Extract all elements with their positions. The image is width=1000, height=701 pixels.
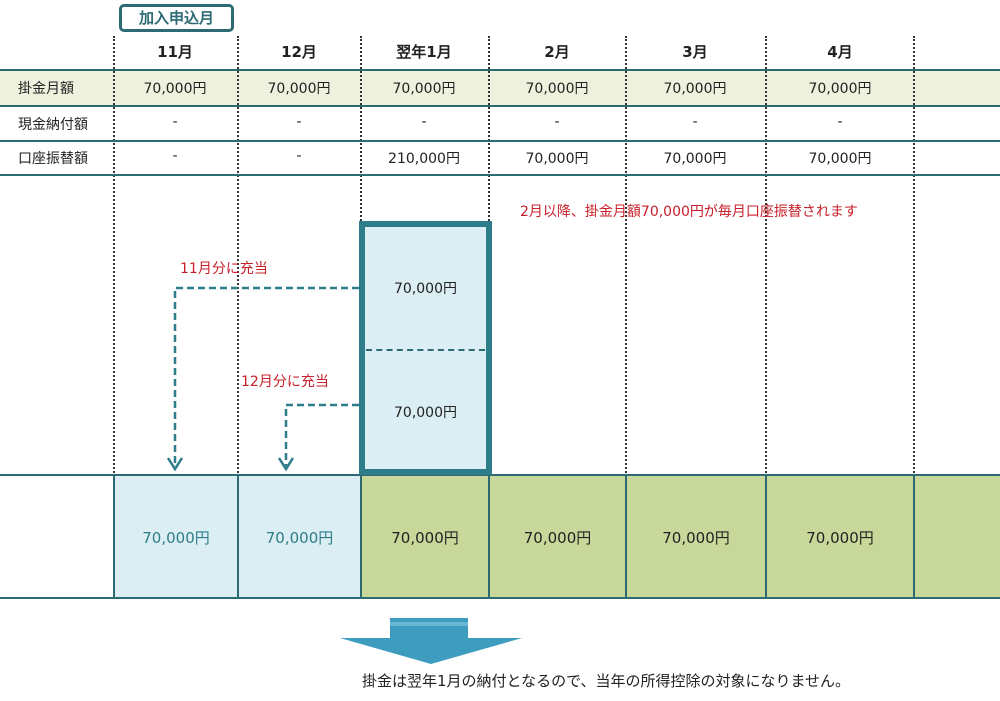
footer-note: 掛金は翌年1月の納付となるので、当年の所得控除の対象になりません。 — [362, 672, 851, 690]
column-divider — [625, 36, 627, 476]
month-header: 11月 — [157, 43, 193, 61]
after-feb-note: 2月以降、掛金月額70,000円が毎月口座振替されます — [520, 204, 858, 220]
month-header: 2月 — [544, 43, 570, 61]
bottom-cell-nov: 70,000円 — [113, 474, 237, 598]
january-box-amount: 70,000円 — [394, 405, 457, 421]
bottom-cell-apr: 70,000円 — [765, 474, 913, 598]
nov-allocation-note: 11月分に充当 — [180, 261, 268, 277]
table-cell: - — [692, 114, 698, 130]
table-cell: 70,000円 — [267, 81, 331, 97]
table-cell: 70,000円 — [663, 81, 727, 97]
table-cell: - — [172, 148, 178, 164]
bottom-cell-feb: 70,000円 — [488, 474, 625, 598]
month-header: 4月 — [827, 43, 853, 61]
month-header: 12月 — [281, 43, 317, 61]
table-cell: 70,000円 — [392, 81, 456, 97]
table-cell: - — [172, 114, 178, 130]
premium-row-band — [0, 70, 1000, 105]
column-divider — [765, 36, 767, 476]
table-cell: 70,000円 — [143, 81, 207, 97]
month-header: 3月 — [682, 43, 708, 61]
nov-allocation-arrow — [173, 286, 359, 466]
bottom-cell-jan: 70,000円 — [360, 474, 488, 598]
january-payment-box — [359, 221, 492, 475]
table-rule — [0, 174, 1000, 176]
table-cell: - — [421, 114, 427, 130]
row-label-cash: 現金納付額 — [18, 117, 88, 133]
dec-allocation-note: 12月分に充当 — [241, 374, 329, 390]
january-box-divider — [366, 349, 485, 351]
table-cell: - — [296, 148, 302, 164]
arrowhead-icon — [277, 457, 295, 472]
table-cell: - — [296, 114, 302, 130]
table-cell: 210,000円 — [388, 151, 460, 167]
down-arrow-icon — [340, 618, 522, 664]
table-rule — [0, 69, 1000, 71]
column-divider — [113, 36, 115, 476]
table-rule — [0, 140, 1000, 142]
table-cell: 70,000円 — [525, 151, 589, 167]
bottom-cell-next — [913, 474, 1000, 598]
table-cell: 70,000円 — [525, 81, 589, 97]
enrollment-month-badge: 加入申込月 — [119, 4, 234, 32]
row-label-premium: 掛金月額 — [18, 81, 74, 97]
table-cell: - — [554, 114, 560, 130]
arrowhead-icon — [166, 457, 184, 472]
table-cell: 70,000円 — [663, 151, 727, 167]
column-divider — [913, 36, 915, 476]
column-divider — [237, 36, 239, 476]
dec-allocation-arrow — [284, 403, 359, 466]
table-cell: 70,000円 — [808, 81, 872, 97]
january-box-amount: 70,000円 — [394, 281, 457, 297]
bottom-cell-dec: 70,000円 — [237, 474, 360, 598]
table-cell: 70,000円 — [808, 151, 872, 167]
month-header: 翌年1月 — [396, 43, 452, 61]
row-label-transfer: 口座振替額 — [18, 151, 88, 167]
table-cell: - — [837, 114, 843, 130]
bottom-baseline — [0, 597, 1000, 599]
table-rule — [0, 105, 1000, 107]
bottom-topline — [0, 474, 113, 476]
bottom-cell-mar: 70,000円 — [625, 474, 765, 598]
